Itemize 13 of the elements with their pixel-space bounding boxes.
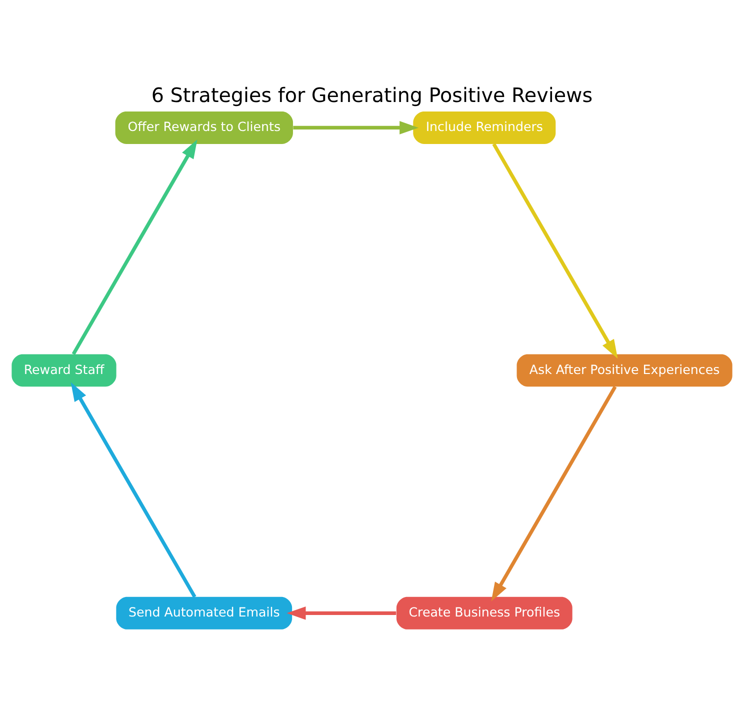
node-box: Send Automated Emails (116, 596, 292, 629)
node-box: Create Business Profiles (396, 596, 572, 629)
node-box: Include Reminders (413, 110, 556, 144)
arrow (70, 382, 196, 598)
arrow (293, 120, 419, 134)
node-box: Ask After Positive Experiences (516, 354, 732, 386)
node-box: Offer Rewards to Clients (115, 110, 293, 144)
diagram-title: 6 Strategies for Generating Positive Reviews (151, 84, 593, 107)
arrow (492, 142, 618, 358)
arrow (286, 606, 396, 620)
arrow (491, 385, 617, 601)
node-box: Reward Staff (12, 354, 116, 386)
arrow (72, 139, 198, 355)
